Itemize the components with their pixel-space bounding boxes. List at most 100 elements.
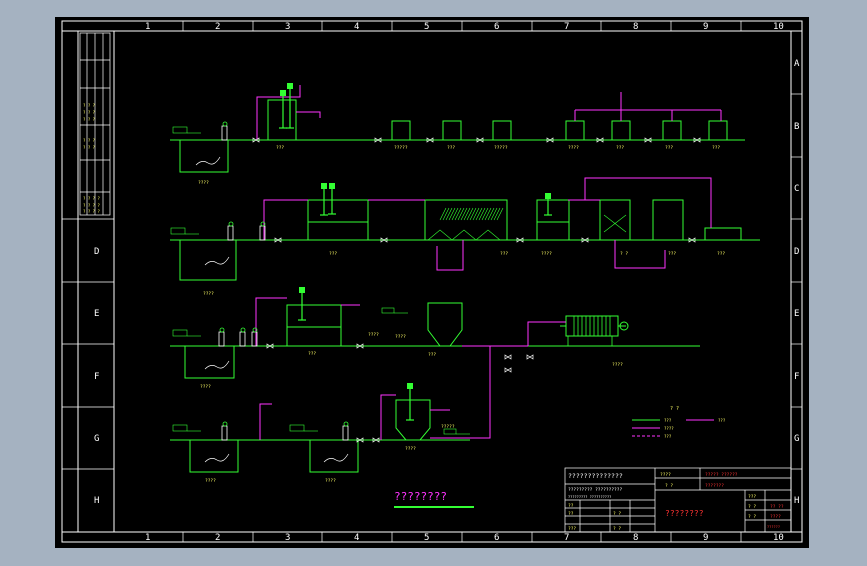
row-marker: H: [94, 496, 99, 506]
label-tank5: ????: [325, 478, 336, 484]
svg-text:? ? ? ?: ? ? ? ?: [83, 203, 100, 208]
svg-text:? ? ?: ? ? ?: [83, 117, 96, 122]
tb-row-2: ??: [568, 511, 574, 517]
row-marker: D: [794, 247, 799, 257]
process-lines: [170, 99, 760, 473]
column-marker: 5: [424, 533, 429, 543]
label-small3: ?????: [494, 145, 508, 151]
filter-press: [560, 315, 629, 337]
label-tank6: ????: [405, 446, 416, 452]
label-filter2: ???: [668, 251, 676, 257]
pipe-tags: [170, 126, 470, 435]
row-marker: A: [794, 59, 800, 69]
tb-scale-label: ???: [748, 494, 756, 500]
label-small5: ???: [616, 145, 624, 151]
tb-drawing-name: ????????: [665, 509, 704, 518]
column-marker: 3: [285, 22, 290, 32]
column-marker: 5: [424, 22, 429, 32]
label-tank1: ????: [198, 180, 209, 186]
label-tank7: ????: [395, 334, 406, 340]
tb-drawing-no-label-2: ? ?: [748, 514, 756, 520]
label-settler: ???: [500, 251, 508, 257]
column-marker: 2: [215, 22, 220, 32]
label-out: ???: [717, 251, 725, 257]
row-marker: E: [94, 309, 99, 319]
tb-checked-value: ???????: [705, 483, 724, 489]
svg-text:? ? ? ?: ? ? ? ?: [83, 196, 100, 201]
column-marker: 4: [354, 533, 359, 543]
row-marker: F: [94, 372, 99, 382]
label-tank4: ????: [205, 478, 216, 484]
tb-company-sub: ????????? ??????????: [568, 487, 622, 493]
column-marker: 10: [773, 533, 784, 543]
row-marker: G: [94, 434, 99, 444]
tb-project: ??????????????: [568, 472, 623, 480]
svg-text:? ? ? ?: ? ? ? ?: [83, 209, 100, 214]
row-marker: D: [94, 247, 99, 257]
tb-drawing-no-value: ????: [770, 514, 781, 520]
dosing-pipes: [255, 85, 722, 440]
tb-sheet-label: ? ?: [613, 511, 621, 517]
tb-drawing-no-label: ? ?: [613, 526, 621, 532]
label-tank3-box: ???: [308, 351, 316, 357]
column-marker: 1: [145, 22, 150, 32]
title-block-frame: [564, 467, 792, 533]
column-marker: 7: [564, 22, 569, 32]
svg-text:? ? ?: ? ? ?: [83, 138, 96, 143]
tb-sheet-label-2: ? ?: [748, 504, 756, 510]
drawing-title: ????????: [394, 490, 447, 503]
tb-designed-label: ????: [660, 472, 671, 478]
row-marker: F: [794, 372, 799, 382]
tb-designed-value: ????? ??????: [705, 472, 738, 478]
column-marker: 4: [354, 22, 359, 32]
column-marker: 7: [564, 533, 569, 543]
column-marker: 1: [145, 533, 150, 543]
label-press: ????: [612, 362, 623, 368]
label-small7: ???: [712, 145, 720, 151]
row-marker: G: [794, 434, 799, 444]
tb-company-sub-2: ????????? ??????????: [568, 495, 611, 499]
legend-title: ? ?: [670, 406, 679, 412]
column-marker: 6: [494, 22, 499, 32]
revision-strip-marks: ? ? ?? ? ?? ? ? ? ? ?? ? ? ? ? ? ?? ? ? …: [83, 103, 100, 214]
equipment-symbols: [195, 83, 701, 463]
label-small2: ???: [447, 145, 455, 151]
tb-row-3: ???: [568, 526, 576, 532]
column-marker: 8: [633, 22, 638, 32]
filter-press-plates: [567, 316, 613, 346]
label-small1: ?????: [394, 145, 408, 151]
column-marker: 10: [773, 22, 784, 32]
label-bottom-mix: ????: [368, 332, 379, 338]
legend-item-4: ???: [718, 418, 726, 423]
column-marker: 3: [285, 533, 290, 543]
svg-text:? ? ?: ? ? ?: [83, 145, 96, 150]
svg-text:? ? ?: ? ? ?: [83, 110, 96, 115]
row-marker: B: [794, 122, 799, 132]
label-filter1: ? ?: [620, 251, 628, 257]
legend: ? ? ??? ???? ??? ???: [632, 406, 726, 439]
label-small6: ???: [665, 145, 673, 151]
label-sludge: ???: [428, 352, 436, 358]
legend-item-3: ???: [664, 434, 672, 439]
label-bottom-sm: ?????: [441, 424, 455, 430]
tb-sheet-value: ?? ??: [770, 504, 784, 510]
row-marker: E: [794, 309, 799, 319]
column-marker: 8: [633, 533, 638, 543]
row-marker: H: [794, 496, 799, 506]
drawing-sheet: [55, 17, 809, 548]
label-reactor: ???: [329, 251, 337, 257]
revision-strip: [79, 32, 111, 216]
equipment-labels: ???? ???? ???? ???? ???? ???? ???? ??? ?…: [198, 145, 725, 484]
row-markers-left: D E F G H: [62, 218, 114, 506]
settler-plates: [427, 207, 627, 241]
label-tank2: ????: [203, 291, 214, 297]
label-small4: ????: [568, 145, 579, 151]
svg-text:? ? ?: ? ? ?: [83, 103, 96, 108]
title-block: ?????????????? ????????? ?????????? ????…: [568, 472, 784, 532]
column-marker: 9: [703, 533, 708, 543]
label-tank3: ????: [200, 384, 211, 390]
